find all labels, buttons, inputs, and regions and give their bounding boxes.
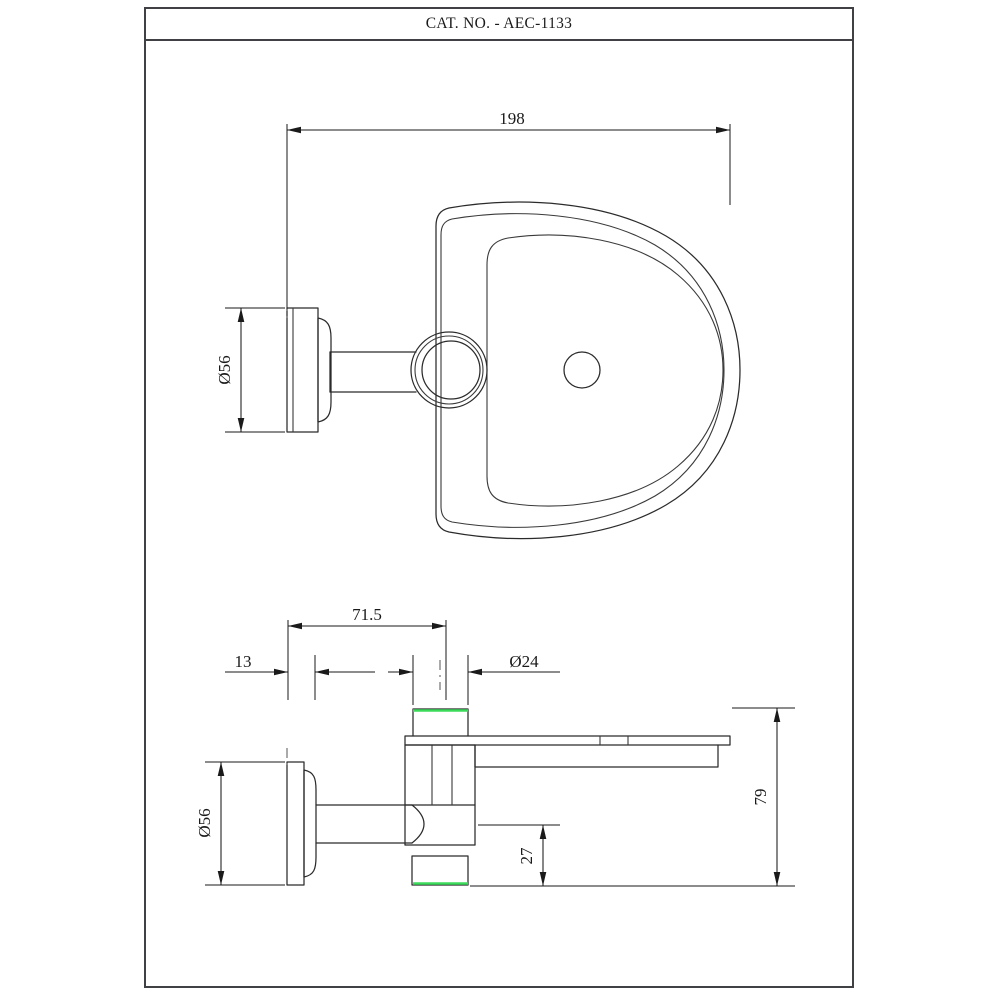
dim-79-arrow-top [773, 708, 781, 722]
wall-flange-side-plate [286, 761, 305, 886]
dim-flange-diameter-side: Ø56 [195, 761, 285, 886]
front-elevation-view: 198 Ø56 [215, 109, 741, 540]
side-elevation-view: 71.5 13 Ø24 [195, 605, 795, 887]
dim-13-label: 13 [235, 652, 252, 671]
dim-d24-arrow-left [399, 668, 413, 676]
dim-overall-height: 79 [470, 707, 795, 887]
dim-79-label: 79 [751, 789, 770, 806]
support-arm-front [329, 351, 417, 393]
dim-79-arrow-bottom [773, 872, 781, 886]
pivot-barrel [404, 744, 476, 806]
soap-tray-underside [474, 744, 719, 768]
dim-d56b-arrow-top [217, 762, 225, 776]
dim-71-5-arrow-left [288, 622, 302, 630]
dim-d24-arrow-right [468, 668, 482, 676]
frame-border [144, 7, 854, 988]
wall-flange-front-plate [286, 307, 319, 433]
dim-d24-label: Ø24 [509, 652, 539, 671]
dim-d56b-label: Ø56 [195, 808, 214, 837]
pivot-ring-outer [410, 331, 488, 409]
dim-overall-width: 198 [286, 109, 731, 308]
dish-outer-rim [435, 201, 741, 540]
dim-lower-offset: 27 [478, 824, 560, 886]
dim-27-label: 27 [517, 847, 536, 865]
dish-outer-rim-inner-edge [440, 213, 725, 528]
dish-inner-pan [486, 234, 724, 507]
dim-198-arrow-right [716, 126, 730, 134]
dim-d56-arrow-top [237, 308, 245, 322]
pivot-mid-body [404, 804, 476, 846]
dim-198-label: 198 [499, 109, 525, 128]
soap-tray-top-band [404, 735, 731, 746]
dim-13-arrow-right [315, 668, 329, 676]
dim-flange-diameter-front: Ø56 [215, 307, 285, 433]
sheet-frame [144, 7, 854, 988]
dim-d56b-arrow-bottom [217, 871, 225, 885]
dish-drain-hole [563, 351, 601, 389]
dim-27-arrow-bottom [539, 872, 547, 886]
dim-71-5-arrow-right [432, 622, 446, 630]
dim-d56-label: Ø56 [215, 355, 234, 384]
pivot-ring-middle [414, 335, 484, 405]
dim-13-arrow-left [274, 668, 288, 676]
page-title: CAT. NO. - AEC-1133 [426, 15, 573, 32]
dim-arm-length: 71.5 [287, 605, 447, 700]
dim-71-5-label: 71.5 [352, 605, 382, 624]
pivot-neck-concave [411, 804, 425, 844]
dim-row-thickness-and-pivot: 13 Ø24 [225, 640, 560, 705]
pivot-ring-inner [421, 340, 481, 400]
wall-flange-side-collar [303, 769, 317, 878]
pivot-lower-cylinder [411, 855, 469, 886]
wall-flange-front-collar [317, 317, 332, 423]
dim-d56-arrow-bottom [237, 418, 245, 432]
pivot-upper-stud [412, 708, 469, 737]
dim-27-arrow-top [539, 825, 547, 839]
dim-198-arrow-left [287, 126, 301, 134]
